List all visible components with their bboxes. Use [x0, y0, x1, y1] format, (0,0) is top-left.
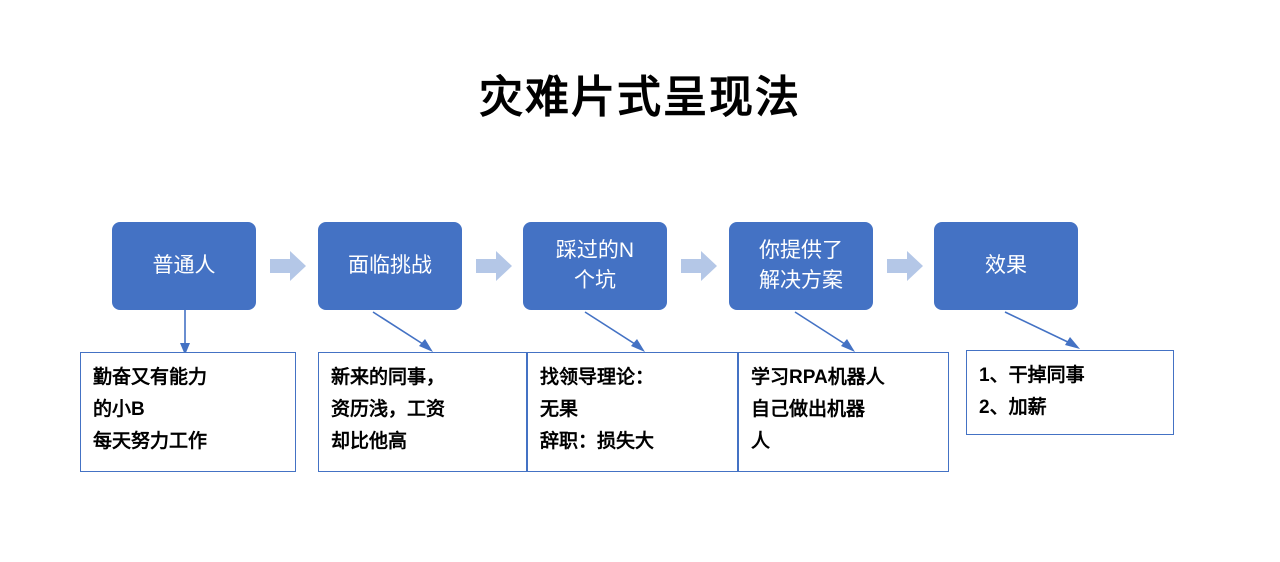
connector-arrow-diagonal-4: [790, 310, 860, 356]
connector-arrow-diagonal-5: [1000, 310, 1090, 354]
right-arrow-icon: [476, 250, 512, 282]
process-step-1-label: 普通人: [152, 254, 216, 277]
connector-arrow-diagonal-3: [580, 310, 650, 356]
process-step-5[interactable]: 效果: [934, 222, 1078, 310]
process-step-2[interactable]: 面临挑战: [318, 222, 462, 310]
detail-box-2[interactable]: 新来的同事， 资历浅，工资 却比他高: [318, 352, 527, 472]
right-arrow-icon: [887, 250, 923, 282]
process-step-3-label: 踩过的N 个坑: [555, 239, 635, 292]
process-step-2-label: 面临挑战: [348, 254, 432, 277]
detail-box-1[interactable]: 勤奋又有能力 的小B 每天努力工作: [80, 352, 296, 472]
process-step-4[interactable]: 你提供了 解决方案: [729, 222, 873, 310]
page-title: 灾难片式呈现法: [479, 73, 801, 122]
detail-box-3[interactable]: 找领导理论： 无果 辞职：损失大: [527, 352, 738, 472]
detail-box-5[interactable]: 1、干掉同事 2、加薪: [966, 350, 1174, 435]
process-step-1[interactable]: 普通人: [112, 222, 256, 310]
process-step-3[interactable]: 踩过的N 个坑: [523, 222, 667, 310]
connector-arrow-diagonal-2: [368, 310, 438, 356]
right-arrow-icon: [681, 250, 717, 282]
connector-arrow-down-1: [170, 310, 200, 356]
process-step-5-label: 效果: [985, 254, 1027, 277]
process-step-4-label: 你提供了 解决方案: [759, 239, 843, 292]
right-arrow-icon: [270, 250, 306, 282]
detail-box-4[interactable]: 学习RPA机器人 自己做出机器 人: [738, 352, 949, 472]
